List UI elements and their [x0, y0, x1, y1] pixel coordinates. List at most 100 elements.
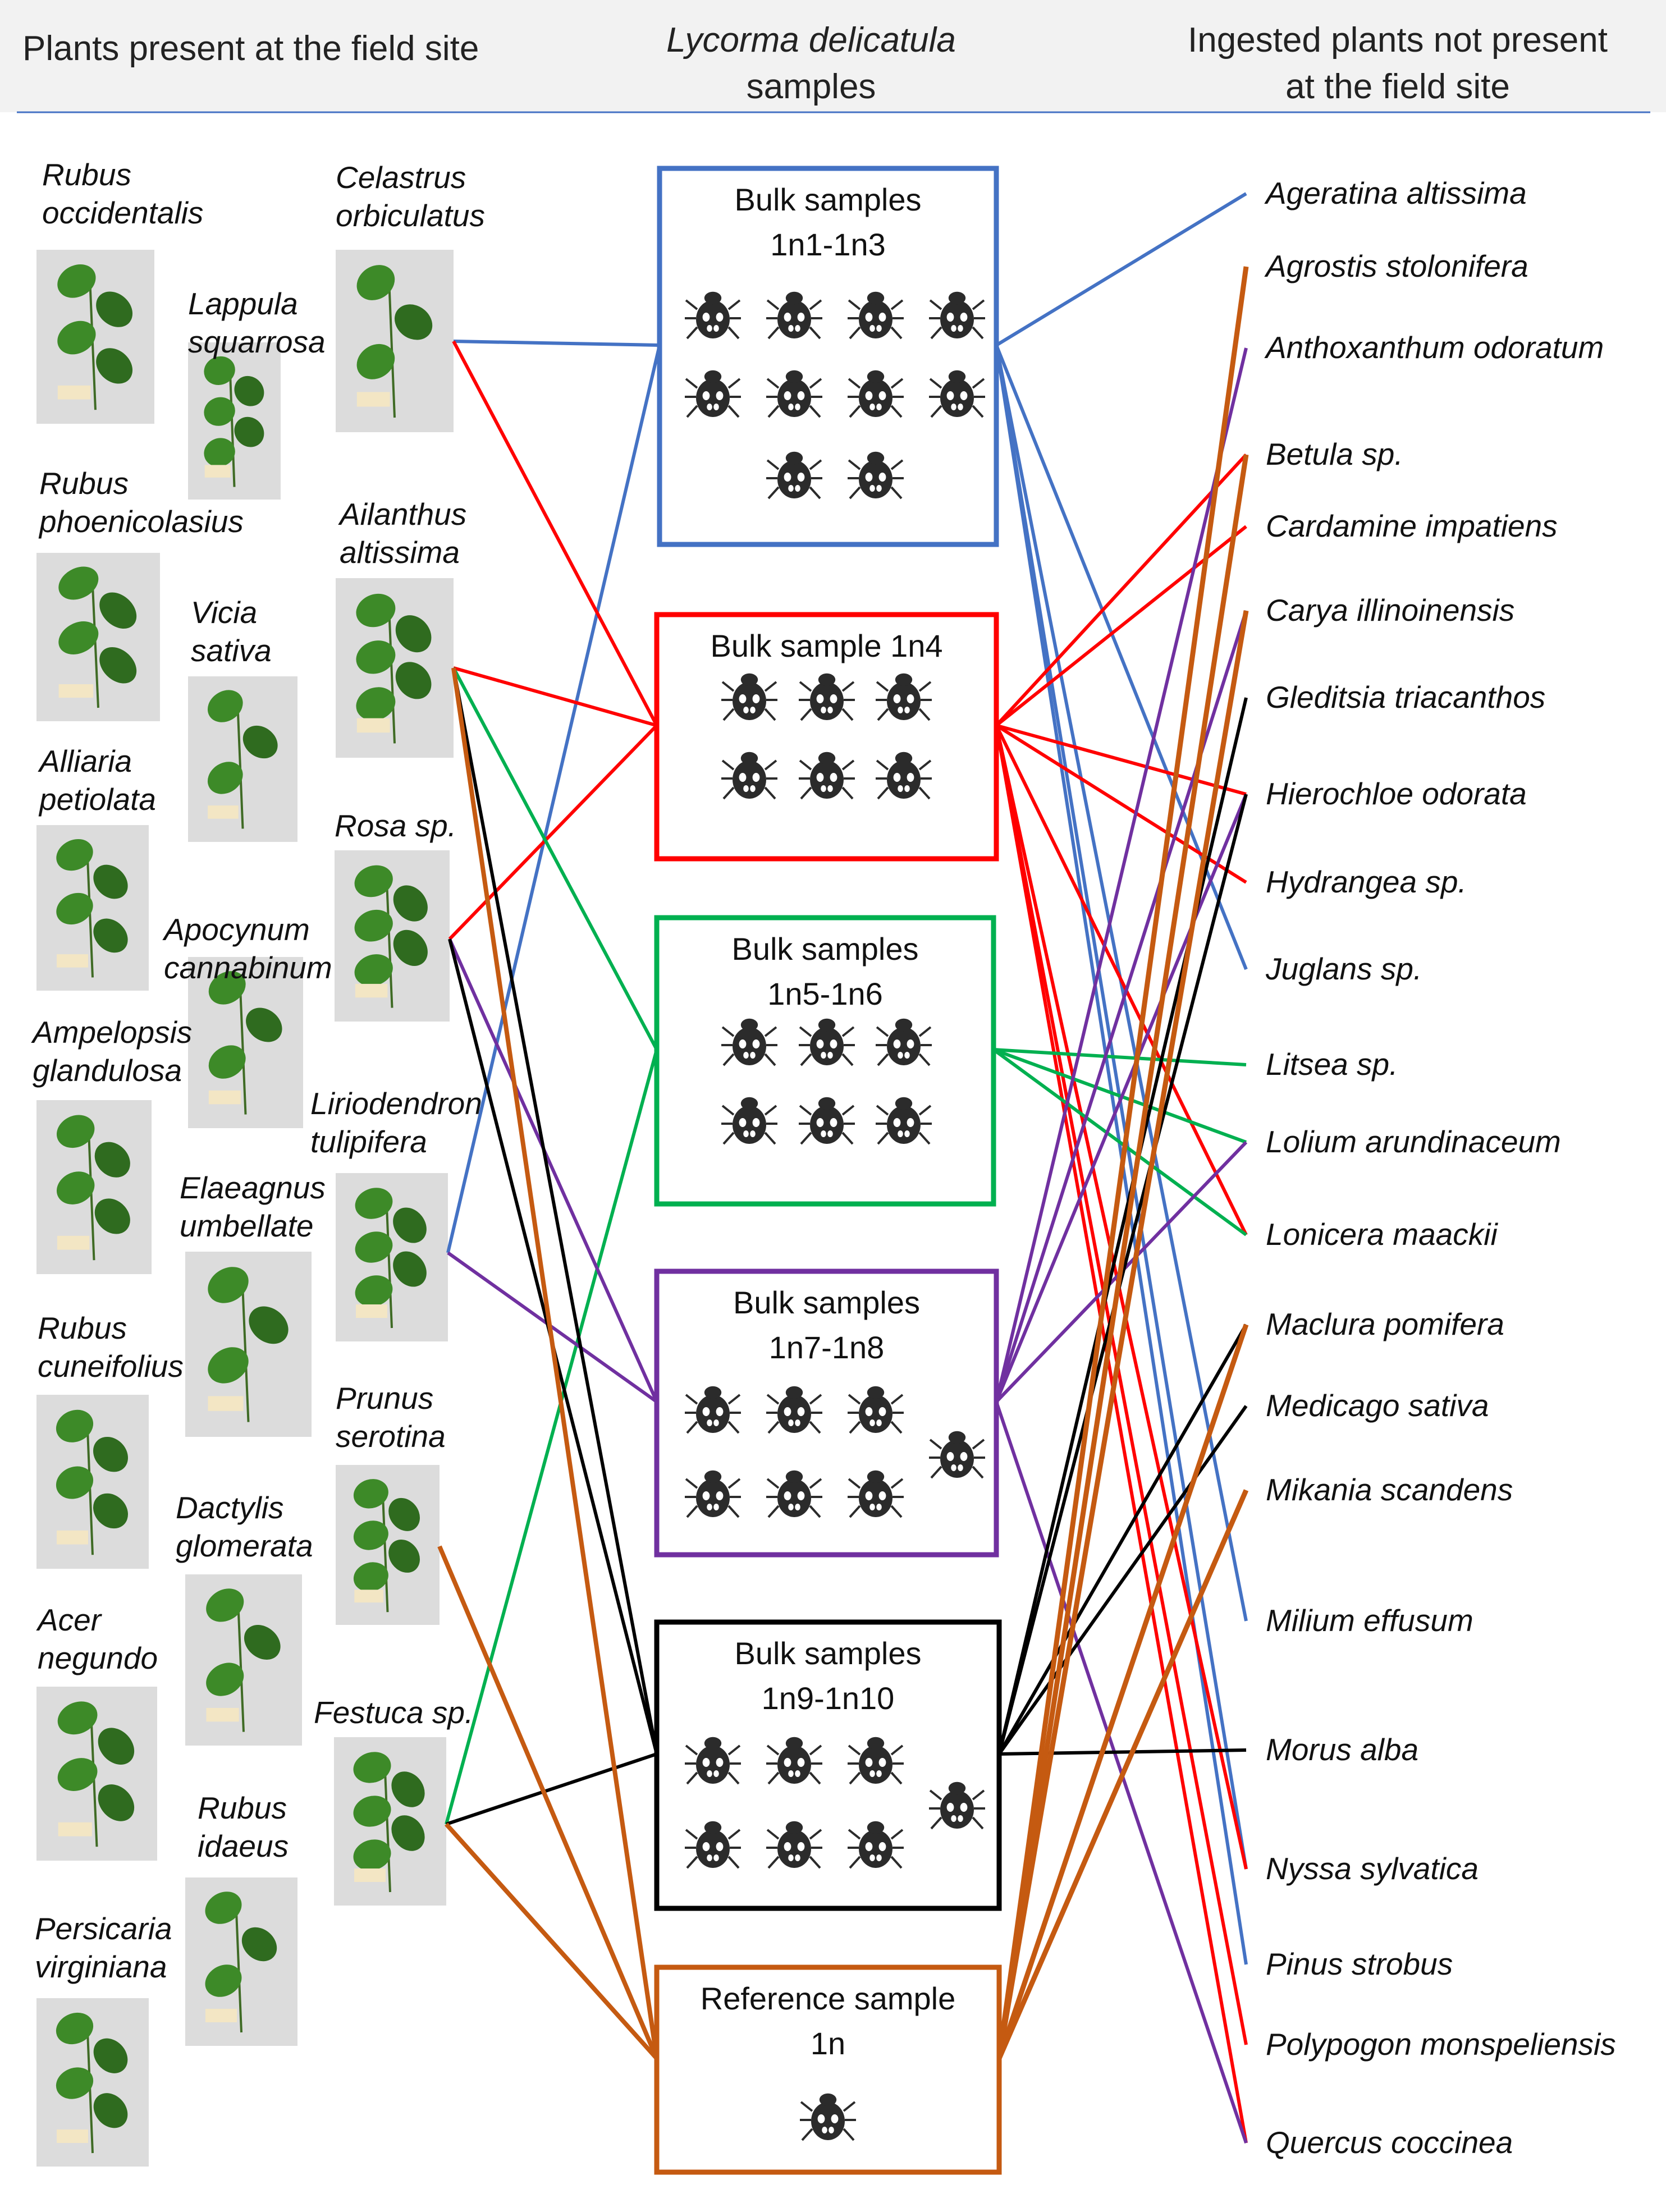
- sample-title: 1n1-1n3: [770, 227, 886, 262]
- link-sample-ingested: [996, 723, 1247, 796]
- link-field-sample: [446, 1752, 657, 1826]
- plant-photo-rubus_cun: [36, 1395, 149, 1569]
- header-right-line2: at the field site: [1285, 67, 1510, 106]
- ingested-plant-label: Nyssa sylvatica: [1266, 1851, 1479, 1886]
- link-field-sample: [452, 667, 658, 1755]
- link-field-sample: [445, 1822, 658, 2060]
- sample-box-s5: Bulk samples 1n9-1n10: [654, 1619, 1002, 1911]
- field-plant-label: sativa: [191, 633, 272, 668]
- plant-photo-rubus_id: [185, 1877, 298, 2046]
- link-sample-ingested: [995, 453, 1248, 727]
- field-plant-label: cuneifolius: [38, 1349, 184, 1384]
- header-right-line1: Ingested plants not present: [1188, 21, 1608, 59]
- plant-photo-ampelopsis: [36, 1100, 152, 1274]
- field-plant-label: Celastrus: [336, 160, 466, 195]
- field-plant-label: Alliaria: [38, 744, 132, 778]
- ingested-plant-label: Polypogon monspeliensis: [1266, 2027, 1616, 2062]
- link-sample-ingested: [993, 1048, 1247, 1066]
- ingested-plant-label: Cardamine impatiens: [1266, 509, 1558, 543]
- sample-title: Bulk sample 1n4: [710, 628, 942, 663]
- link-sample-ingested: [997, 1405, 1248, 1755]
- header-center-subtitle: samples: [747, 67, 876, 106]
- plant-photo-rosa: [335, 850, 450, 1022]
- link-sample-ingested: [997, 794, 1248, 1755]
- field-plant-label: orbiculatus: [336, 198, 485, 233]
- field-plant-label: Rubus: [42, 157, 131, 192]
- header-band: [0, 0, 1666, 112]
- field-plant-label: phoenicolasius: [38, 504, 244, 539]
- field-plant-label: Persicaria: [35, 1911, 172, 1946]
- field-plant-label: tulipifera: [310, 1124, 427, 1159]
- field-plant-label: glomerata: [176, 1528, 313, 1563]
- plant-photo-rubus_occ: [36, 250, 154, 424]
- link-field-sample: [453, 666, 657, 727]
- ingested-plant-label: Lonicera maackii: [1266, 1217, 1498, 1252]
- insect-icon-group: [685, 1737, 985, 1869]
- field-plant-label: Vicia: [191, 595, 257, 630]
- sample-title: Bulk samples: [734, 1636, 921, 1671]
- plant-photo-dactylis: [185, 1574, 302, 1746]
- field-plant-label: Liriodendron: [310, 1086, 482, 1121]
- ingested-plant-label: Gleditsia triacanthos: [1266, 680, 1545, 715]
- insect-icon-group: [721, 673, 932, 800]
- link-field-sample: [448, 938, 658, 1403]
- field-plant-label: altissima: [340, 535, 460, 570]
- link-sample-ingested: [997, 1323, 1248, 1755]
- field-plant-label: serotina: [336, 1419, 446, 1454]
- sample-title: Bulk samples: [734, 182, 921, 217]
- ingested-plant-label: Pinus strobus: [1266, 1947, 1453, 1981]
- field-plant-label: cannabinum: [164, 950, 332, 985]
- field-plant-label: Dactylis: [176, 1490, 284, 1525]
- header-left: Plants present at the field site: [22, 29, 479, 68]
- link-field-sample: [453, 340, 660, 347]
- link-sample-ingested: [995, 345, 1248, 1870]
- plant-photo-acer: [36, 1687, 157, 1861]
- link-sample-ingested: [995, 725, 1248, 1870]
- plant-photo-elaeagnus: [185, 1252, 312, 1437]
- link-sample-ingested: [997, 697, 1248, 1755]
- link-field-sample: [451, 667, 659, 2059]
- ingested-plant-label: Hydrangea sp.: [1266, 864, 1467, 899]
- field-plant-label: petiolata: [38, 782, 156, 817]
- link-sample-ingested: [992, 1048, 1247, 1144]
- sample-title: 1n9-1n10: [762, 1680, 895, 1716]
- field-plant-label: squarrosa: [188, 324, 326, 359]
- field-plant-label: virginiana: [35, 1949, 167, 1984]
- field-plant-label: Elaeagnus: [180, 1170, 326, 1205]
- sample-box-s1: Bulk samples 1n1-1n3: [657, 166, 999, 547]
- link-sample-ingested: [996, 1323, 1249, 2059]
- ingested-plant-label: Ageratina altissima: [1264, 176, 1527, 210]
- link-sample-ingested: [995, 192, 1247, 347]
- ingested-plant-label: Betula sp.: [1266, 437, 1403, 471]
- field-plant-label: negundo: [38, 1641, 158, 1675]
- plant-photo-vicia: [188, 676, 298, 842]
- link-field-sample: [452, 340, 658, 726]
- sample-box-s2: Bulk sample 1n4: [654, 612, 999, 862]
- link-field-sample: [452, 667, 658, 1051]
- link-sample-ingested: [995, 725, 1248, 1236]
- insect-icon-group: [685, 291, 985, 500]
- sample-title: 1n5-1n6: [767, 976, 883, 1011]
- field-plant-label: occidentalis: [42, 195, 203, 230]
- ingested-plant-label: Medicago sativa: [1266, 1388, 1489, 1423]
- insect-icon-group: [800, 2093, 856, 2141]
- plant-photo-festuca: [334, 1737, 446, 1906]
- sample-title: 1n7-1n8: [769, 1330, 885, 1365]
- ingested-plant-label: Agrostis stolonifera: [1264, 249, 1528, 283]
- plant-photo-lappula: [188, 342, 281, 500]
- link-sample-ingested: [996, 454, 1249, 2059]
- field-plant-label: Ampelopsis: [31, 1015, 192, 1050]
- link-sample-ingested: [995, 793, 1248, 1403]
- field-plant-label: Prunus: [336, 1381, 433, 1416]
- link-sample-ingested: [992, 1048, 1247, 1236]
- field-plant-label: Rubus: [198, 1790, 287, 1825]
- plant-photo-alliaria: [36, 825, 149, 991]
- field-plant-label: Rosa sp.: [335, 808, 456, 843]
- field-plant-label: Apocynum: [162, 912, 310, 947]
- link-field-sample: [437, 1545, 659, 2060]
- link-sample-ingested: [995, 725, 1248, 2144]
- link-sample-ingested: [996, 1489, 1249, 2060]
- ingested-plant-label: Hierochloe odorata: [1266, 776, 1527, 811]
